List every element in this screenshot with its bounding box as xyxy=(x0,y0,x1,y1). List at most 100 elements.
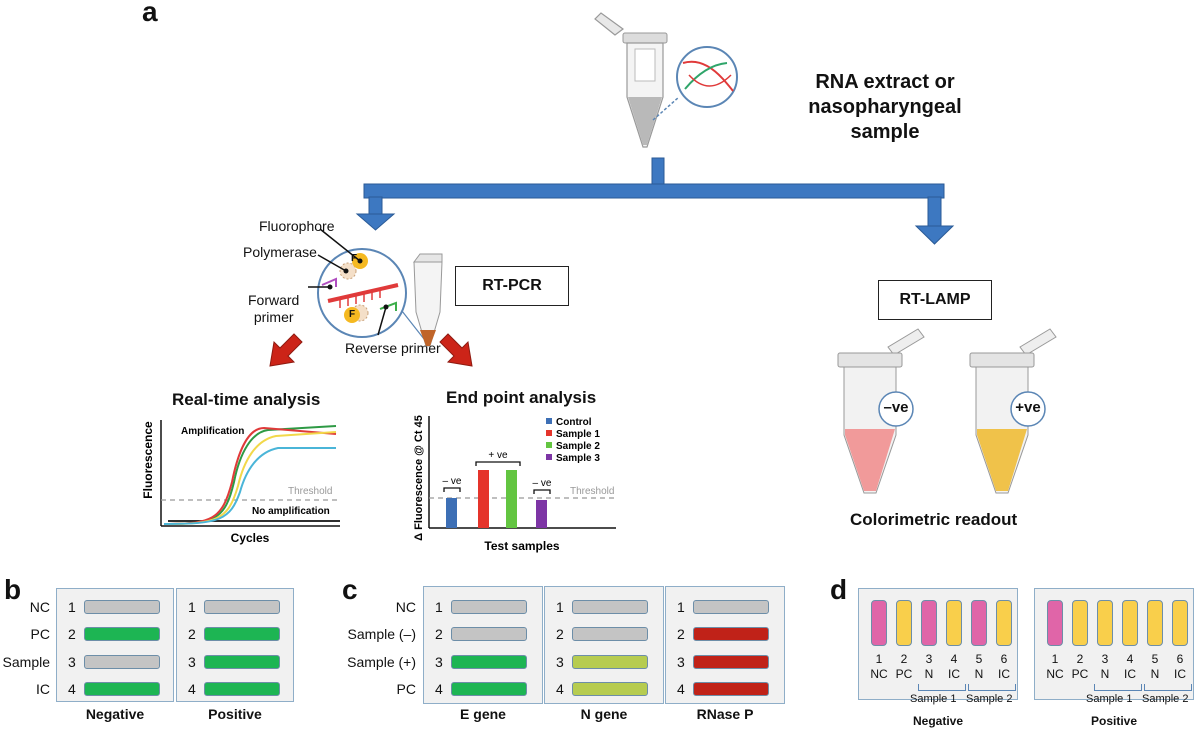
panel-b-num: 1 xyxy=(188,599,196,615)
panel-d-tube xyxy=(1097,600,1113,646)
legend-label-0: Control xyxy=(556,417,592,428)
panel-c-band xyxy=(572,682,648,696)
realtime-title: Real-time analysis xyxy=(172,390,321,409)
panel-c-num: 2 xyxy=(556,626,564,642)
panel-d-num: 1 xyxy=(1051,652,1059,666)
panel-d-tube xyxy=(896,600,912,646)
label-polymerase: Polymerase xyxy=(243,244,317,260)
panel-d-caption-0: Negative xyxy=(912,714,964,728)
legend-swatch-2 xyxy=(546,442,552,448)
panel-b-row-label-1: PC xyxy=(30,626,50,642)
realtime-noamp-label: No amplification xyxy=(252,506,330,517)
panel-d-num: 2 xyxy=(900,652,908,666)
branch-bar xyxy=(363,183,945,199)
panel-b-row-label-0: NC xyxy=(29,599,50,615)
panel-d-bracket-1 xyxy=(1094,684,1142,691)
panel-d-num: 3 xyxy=(1101,652,1109,666)
panel-d-tube xyxy=(1172,600,1188,646)
legend-swatch-0 xyxy=(546,418,552,424)
panel-c-num: 3 xyxy=(556,654,564,670)
panel-c-band xyxy=(451,627,527,641)
legend-label-2: Sample 2 xyxy=(556,441,600,452)
panel-b-band xyxy=(84,682,160,696)
panel-c-num: 3 xyxy=(677,654,685,670)
label-fluorophore: Fluorophore xyxy=(259,218,335,234)
legend-swatch-1 xyxy=(546,430,552,436)
panel-b-caption-0: Negative xyxy=(85,706,145,722)
red-arrows xyxy=(269,333,473,367)
lamp-tubes xyxy=(837,328,1057,494)
panel-label-a: a xyxy=(142,0,158,27)
pcr-mechanism-illustration xyxy=(308,228,425,340)
rt-lamp-box: RT-LAMP xyxy=(878,280,992,320)
label-forward-line1: Forward xyxy=(248,292,300,308)
panel-b-row-label-2: Sample xyxy=(2,654,50,670)
panel-b-band xyxy=(204,600,280,614)
panel-d-tube xyxy=(921,600,937,646)
realtime-xlabel: Cycles xyxy=(231,531,270,545)
panel-c-num: 2 xyxy=(435,626,443,642)
panel-b-band xyxy=(84,655,160,669)
endpoint-bar-sample1 xyxy=(478,470,489,528)
panel-d-sample1: Sample 1 xyxy=(910,693,957,705)
panel-d-tube-label: IC xyxy=(948,667,960,681)
sample-title-line2: nasopharyngeal sample xyxy=(808,96,962,143)
panel-c-caption-0: E gene xyxy=(460,706,506,722)
panel-b-caption-1: Positive xyxy=(208,706,262,722)
panel-b-num: 2 xyxy=(68,626,76,642)
panel-d-num: 3 xyxy=(925,652,933,666)
label-reverse-primer: Reverse primer xyxy=(345,340,441,356)
panel-d-tube-label: NC xyxy=(1046,667,1064,681)
panel-b-num: 4 xyxy=(68,681,76,697)
endpoint-bar-sample3 xyxy=(536,500,547,528)
endpoint-title: End point analysis xyxy=(446,388,597,407)
endpoint-threshold-label: Threshold xyxy=(570,486,614,497)
panel-c-band xyxy=(572,600,648,614)
pos-label: + ve xyxy=(488,450,508,461)
panel-c-row-label-3: PC xyxy=(396,681,416,697)
panel-d-tube xyxy=(871,600,887,646)
panel-c-band xyxy=(693,627,769,641)
panel-d-tube-label: IC xyxy=(1174,667,1186,681)
panel-b-band xyxy=(84,627,160,641)
panel-c-caption-1: N gene xyxy=(580,706,628,722)
panel-b-num: 1 xyxy=(68,599,76,615)
endpoint-ylabel: Δ Fluorescence @ Ct 45 xyxy=(413,415,425,541)
realtime-threshold-label: Threshold xyxy=(288,486,332,497)
panel-b-row-label-3: IC xyxy=(36,681,50,697)
endpoint-xlabel: Test samples xyxy=(484,539,559,553)
panel-d-tube-label: PC xyxy=(895,667,913,681)
panel-c-caption-2: RNase P xyxy=(696,706,754,722)
panel-d-tube-label: IC xyxy=(1124,667,1136,681)
lamp-pos-label: +ve xyxy=(1015,399,1041,416)
panel-c-band xyxy=(693,655,769,669)
panel-b-num: 2 xyxy=(188,626,196,642)
lamp-tube-pos-liquid xyxy=(977,429,1027,491)
panel-c-band xyxy=(693,682,769,696)
panel-d-tube xyxy=(971,600,987,646)
lamp-readout-label: Colorimetric readout xyxy=(850,510,1018,529)
panel-b-num: 3 xyxy=(188,654,196,670)
panel-d-num: 6 xyxy=(1176,652,1184,666)
bracket-left xyxy=(443,487,461,492)
panel-d-num: 4 xyxy=(1126,652,1134,666)
label-forward-line2: primer xyxy=(253,309,294,325)
sample-title-line1: RNA extract or xyxy=(815,71,955,93)
panel-d-tube xyxy=(946,600,962,646)
panel-b-band xyxy=(84,600,160,614)
panel-d-num: 6 xyxy=(1000,652,1008,666)
panel-c-band xyxy=(451,655,527,669)
arrow-to-endpoint-icon xyxy=(439,333,473,367)
bracket-right xyxy=(533,489,551,494)
panel-c-num: 4 xyxy=(435,681,443,697)
neg-right-label: – ve xyxy=(533,478,552,489)
panel-b-band xyxy=(204,682,280,696)
arrow-to-realtime-icon xyxy=(269,333,303,367)
fluorophore-letter-bottom: F xyxy=(348,309,356,320)
panel-d-num: 1 xyxy=(875,652,883,666)
panel-d-num: 5 xyxy=(975,652,983,666)
endpoint-chart: Δ Fluorescence @ Ct 45 Threshold – ve + … xyxy=(413,415,616,553)
panel-c-num: 1 xyxy=(556,599,564,615)
panel-d-tube-label: IC xyxy=(998,667,1010,681)
panel-c-num: 3 xyxy=(435,654,443,670)
